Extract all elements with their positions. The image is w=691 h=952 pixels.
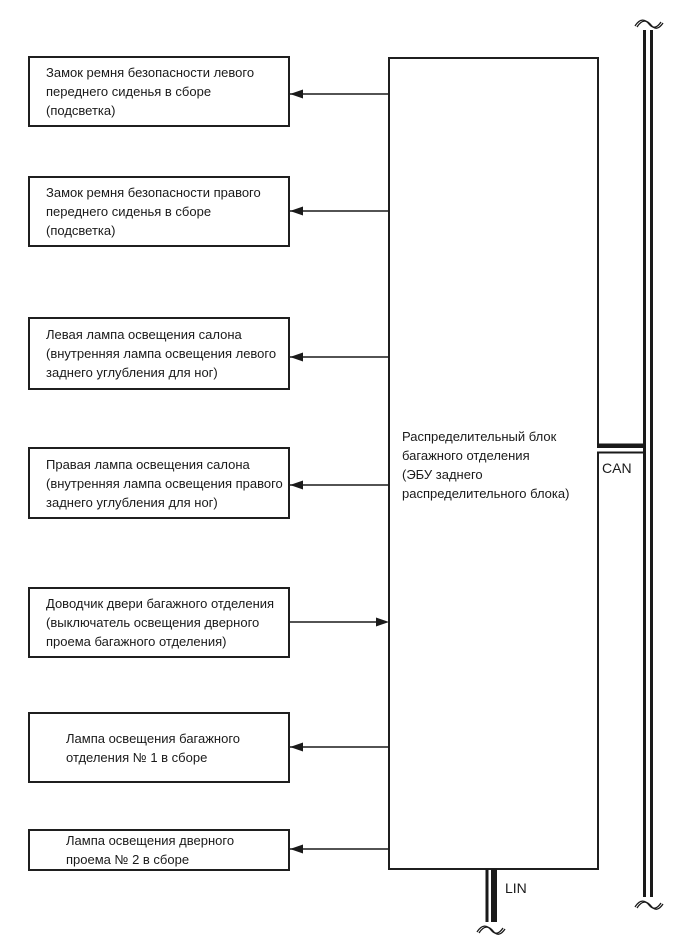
device-box-luggage-door-closer: Доводчик двери багажного отделения (выкл…: [28, 587, 290, 658]
wire-seat-belt-buckle-left: [290, 89, 389, 99]
break-symbol-lin-bottom-icon: [476, 925, 506, 935]
device-box-door-opening-lamp-2: Лампа освещения дверного проема № 2 в сб…: [28, 829, 290, 871]
wire-seat-belt-buckle-right: [290, 206, 389, 216]
arrowhead-left-icon: [290, 742, 303, 752]
device-label-line: переднего сиденья в сборе: [46, 204, 212, 219]
lin-bus-label: LIN: [505, 880, 527, 896]
can-bus-lines: [643, 30, 653, 897]
device-label-line: (внутренняя лампа освещения правого: [46, 475, 283, 491]
wire-door-opening-lamp-2: [290, 844, 389, 854]
arrowhead-left-icon: [290, 89, 303, 99]
break-symbol-can-bottom-icon: [634, 900, 664, 910]
device-label-line: переднего сиденья в сборе: [46, 84, 212, 99]
device-label-line: Замок ремня безопасности левого: [46, 65, 255, 80]
arrowhead-left-icon: [290, 206, 303, 216]
device-label-line: Правая лампа освещения салона: [46, 456, 250, 472]
can-bus-label: CAN: [602, 460, 632, 476]
device-label-line: проема № 2 в сборе: [66, 852, 190, 867]
device-label-line: (выключатель освещения дверного: [46, 615, 260, 630]
controller-label-line: багажного отделения: [402, 448, 530, 463]
controller-label-line: распределительного блока): [402, 486, 570, 501]
device-label-line: Лампа освещения багажного: [66, 730, 241, 746]
controller-block: [388, 57, 599, 870]
wire-interior-lamp-left: [290, 352, 389, 362]
controller-label-line: (ЭБУ заднего: [402, 467, 483, 482]
arrowhead-left-icon: [290, 844, 303, 854]
device-box-interior-lamp-right: Правая лампа освещения салона (внутрення…: [28, 447, 290, 519]
device-label-line: (подсветка): [46, 223, 116, 238]
device-label-line: Замок ремня безопасности правого: [46, 185, 261, 200]
arrowhead-left-icon: [290, 480, 303, 490]
controller-label: Распределительный блок багажного отделен…: [402, 427, 569, 503]
wire-interior-lamp-right: [290, 480, 389, 490]
device-box-seat-belt-buckle-right: Замок ремня безопасности правого передне…: [28, 176, 290, 247]
device-label-line: (подсветка): [46, 103, 116, 118]
lin-bus-lines: [485, 869, 497, 922]
device-label-line: заднего углубления для ног): [46, 365, 218, 380]
wire-luggage-door-closer: [290, 617, 389, 627]
device-label-line: Левая лампа освещения салона: [46, 327, 242, 342]
device-label-line: заднего углубления для ног): [46, 494, 218, 510]
arrowhead-right-icon: [376, 617, 389, 627]
device-label-line: Доводчик двери багажного отделения: [46, 596, 275, 611]
device-box-interior-lamp-left: Левая лампа освещения салона (внутренняя…: [28, 317, 290, 390]
break-symbol-can-top-icon: [634, 19, 664, 29]
controller-label-line: Распределительный блок: [402, 429, 557, 444]
device-label-line: проема багажного отделения): [46, 634, 227, 649]
device-box-luggage-lamp-1: Лампа освещения багажного отделения № 1 …: [28, 712, 290, 783]
device-box-seat-belt-buckle-left: Замок ремня безопасности левого переднег…: [28, 56, 290, 127]
wire-luggage-lamp-1: [290, 742, 389, 752]
device-label-line: (внутренняя лампа освещения левого: [46, 346, 277, 361]
device-label-line: Лампа освещения дверного: [66, 833, 235, 848]
arrowhead-left-icon: [290, 352, 303, 362]
can-connector: [595, 443, 646, 454]
device-label-line: отделения № 1 в сборе: [66, 749, 208, 765]
